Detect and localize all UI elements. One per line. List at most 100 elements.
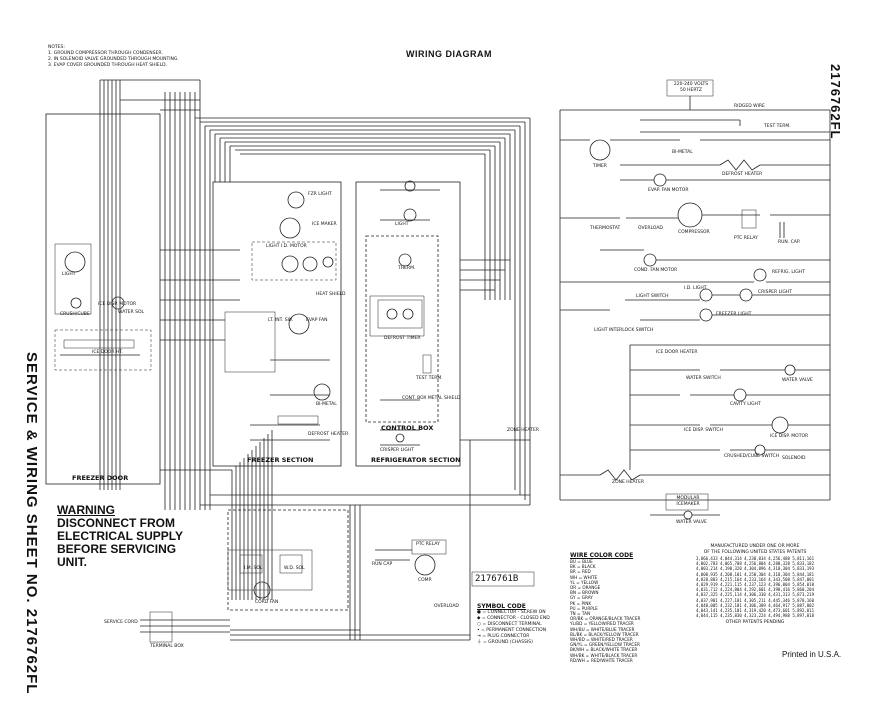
printed-label: Printed in U.S.A.	[782, 650, 842, 659]
control-box-outline	[365, 235, 439, 423]
part-number-vertical: 2176762FL	[828, 64, 843, 140]
wd-sol-label: W.D. SOL	[284, 566, 305, 571]
symbol-code-item: ○ = DISCONNECT TERMINAL	[477, 622, 542, 627]
refrigerator-section-box	[355, 181, 461, 467]
service-cord-label: SERVICE CORD	[104, 620, 138, 625]
patents: MANUFACTURED UNDER ONE OR MORE OF THE FO…	[690, 544, 820, 626]
wire-color-item: BU = BLUE	[570, 559, 593, 564]
dispenser-box	[227, 509, 349, 611]
wire-color-code-title: WIRE COLOR CODE	[570, 552, 634, 559]
refrig-light-label: LIGHT	[395, 222, 409, 227]
patent-row: 4,043,141 4,235,101 4,319,420 4,473,601 …	[695, 608, 814, 614]
test-term-label: TEST TERM.	[416, 376, 443, 381]
evap-fan-motor-label: EVAP. FAN MOTOR	[648, 188, 689, 193]
therm-label: THERM.	[398, 266, 416, 271]
patent-row: 4,003,214 4,190,320 4,304,096 4,318,304 …	[695, 566, 814, 572]
heat-shield-label: HEAT SHIELD	[316, 292, 346, 297]
notes-header: NOTES:	[48, 45, 65, 50]
patent-row: 4,037,901 4,227,101 4,305,211 4,445,346 …	[695, 597, 814, 603]
symbol-code-item: ⏚ = GROUND (CHASSIS)	[477, 640, 533, 645]
ice-disp-switch-label: ICE DISP. SWITCH	[684, 428, 723, 433]
light-label: LIGHT	[62, 272, 76, 277]
freezer-door-box	[45, 113, 161, 485]
warning-line: ELECTRICAL SUPPLY	[57, 529, 184, 543]
ice-disp-motor-label-right: ICE DISP. MOTOR	[770, 434, 809, 439]
comp-label: COMP.	[418, 578, 433, 583]
refrig-light-label-right: REFRIG. LIGHT	[772, 270, 805, 275]
wire-color-item: TN = TAN	[570, 611, 591, 617]
page-title: WIRING DIAGRAM	[406, 49, 492, 59]
patent-row: 4,037,325 4,225,114 4,306,330 4,431,313 …	[695, 592, 814, 598]
symbol-code-item: ◆ = CONNECTOR - CLOSED END	[477, 616, 550, 621]
patent-row: 4,002,783 4,065,708 4,256,804 4,280,328 …	[695, 561, 814, 567]
bi-metal-label: BI-METAL	[316, 402, 337, 407]
warning-heading: WARNING	[57, 503, 115, 517]
patents-title-2: OF THE FOLLOWING UNITED STATES PATENTS	[703, 550, 807, 555]
wire-color-item: WH/BU = WHITE/BLUE TRACER	[570, 626, 635, 632]
wire-color-item: RD/WH = RED/WHITE TRACER	[570, 657, 633, 663]
water-switch-label: WATER SWITCH	[686, 376, 721, 381]
evap-fan-label: EVAP FAN	[306, 318, 328, 323]
patent-row: 4,040,005 4,232,101 4,306,309 4,464,917 …	[695, 602, 814, 608]
diagram-number: 2176761B	[475, 574, 519, 584]
ridged-wire-label: RIDGED WIRE	[734, 104, 765, 109]
compressor-label: COMPRESSOR	[678, 230, 710, 235]
crisper-light-label: CRISPER LIGHT	[380, 448, 415, 453]
wire-color-item: GN/YL = GREEN/YELLOW TRACER	[570, 642, 640, 648]
wire-color-item: WH/BK = WHITE/BLACK TRACER	[570, 652, 638, 658]
wire-color-item: PK = PINK	[570, 600, 592, 606]
cont-box-metal-shield-label: CONT. BOX METAL SHIELD	[402, 396, 461, 401]
terminal-box-label: TERMINAL BOX	[150, 644, 184, 649]
cond-fan-motor-label: COND. FAN MOTOR	[634, 268, 678, 273]
zone-heater-label: ZONE HEATER	[507, 428, 539, 433]
ice-door-heater-label: ICE DOOR HEATER	[656, 350, 698, 355]
overload-label-right: OVERLOAD	[638, 226, 663, 231]
symbol-code-item: • = PERMANENT CONNECTION	[477, 628, 547, 633]
compressor-circle	[677, 202, 703, 228]
wire-color-item: YL = YELLOW	[570, 579, 599, 585]
defrost-heater-label-right: DEFROST HEATER	[722, 172, 763, 177]
patent-row: 3,866,433 4,044,314 4,238,034 4,256,488 …	[695, 556, 814, 561]
id-light-label: I.D. LIGHT	[684, 286, 707, 291]
wire-color-item: BL/BK = BLACK/YELLOW TRACER	[570, 631, 639, 637]
test-term-label-right: TEST TERM.	[764, 124, 791, 129]
defrost-heater-label: DEFROST HEATER	[308, 432, 349, 437]
symbol-code: SYMBOL CODE ● = CONNECTOR - SCREW ON ◆ =…	[477, 603, 550, 646]
patent-row: 4,044,115 4,235,830 4,323,224 4,494,988 …	[695, 613, 814, 619]
wire-color-item: BR = RED	[570, 569, 591, 575]
notes-item: 3. EVAP COVER GROUNDED THROUGH HEAT SHIE…	[48, 63, 168, 68]
patents-footer: OTHER PATENTS PENDING	[725, 620, 785, 626]
water-valve-bottom-label: WATER VALVE	[676, 520, 707, 525]
thermostat-label: THERMOSTAT	[590, 226, 621, 231]
side-title: SERVICE & WIRING SHEET NO. 2176762FL	[23, 352, 40, 695]
symbol-code-item: ⇥ = PLUG CONNECTOR	[477, 634, 530, 639]
crisper-light-label-right: CRISPER LIGHT	[758, 290, 793, 295]
wire-color-item: BN = BROWN	[570, 590, 599, 596]
solenoid-label: SOLENOID	[782, 456, 806, 461]
crush-cube-label: CRUSH/CUBE	[60, 312, 90, 317]
supply-label: 220-240 VOLTS 50 HERTZ	[670, 82, 712, 94]
ptc-relay-label: PTC RELAY	[416, 542, 440, 547]
wire-color-item: BK/WH = BLACK/WHITE TRACER	[570, 647, 638, 653]
fzr-light-label: FZR LIGHT	[308, 192, 332, 197]
wire-color-item: GY = GRAY	[570, 595, 593, 601]
ice-maker-label: ICE MAKER	[312, 222, 337, 227]
run-cap-label-right: RUN. CAP.	[778, 240, 801, 245]
overload-label: OVERLOAD	[434, 604, 459, 609]
wire-color-item: OR = ORANGE	[570, 585, 601, 591]
warning-line: BEFORE SERVICING	[57, 542, 177, 556]
patent-row: 4,008,935 4,208,101 4,250,304 4,318,304 …	[695, 571, 814, 577]
cord-fan-label: CORD FAN	[255, 600, 279, 605]
water-sol-label: WATER SOL	[118, 310, 144, 315]
warning-block: WARNING DISCONNECT FROM ELECTRICAL SUPPL…	[57, 504, 183, 569]
symbol-code-item: ● = CONNECTOR - SCREW ON	[477, 610, 546, 615]
supply-voltage: 220-240 VOLTS	[673, 82, 709, 87]
warning-line: UNIT.	[57, 555, 87, 569]
notes: NOTES: 1. GROUND COMPRESSOR THROUGH COND…	[48, 45, 179, 69]
bi-metal-label-right: BI-METAL	[672, 150, 693, 155]
wire-color-item: YL/BD = YELLOW/RED TRACER	[570, 621, 634, 627]
wire-color-item: WH = WHITE	[570, 574, 598, 580]
wire-color-item: BK = BLACK	[570, 564, 596, 570]
